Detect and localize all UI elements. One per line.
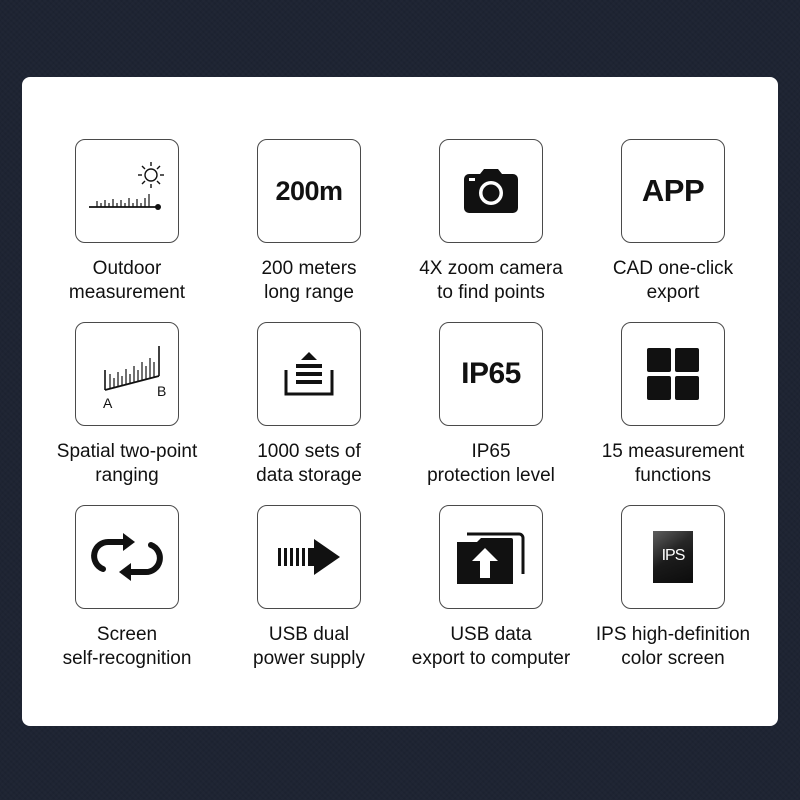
feature-caption: 15 measurement functions [601, 441, 745, 486]
feature-caption: IP65 protection level [427, 441, 555, 486]
feature-caption: Screen self-recognition [62, 624, 192, 669]
ip65-icon: IP65 [461, 357, 521, 390]
usb-arrow-icon [278, 539, 340, 575]
point-b-label: B [157, 383, 166, 399]
feature-two-point: A B Spatial two-point ranging [36, 322, 218, 488]
feature-ips: IPS IPS high-definition color screen [582, 505, 764, 671]
feature-range: 200m 200 meters long range [218, 139, 400, 305]
outdoor-sun-ruler-icon [89, 162, 164, 210]
feature-tile [439, 505, 543, 609]
feature-tile [257, 505, 361, 609]
ips-screen-icon: IPS [653, 531, 693, 583]
feature-tile: 200m [257, 139, 361, 243]
feature-grid: Outdoor measurement 200m 200 meters long… [22, 77, 778, 726]
feature-caption: IPS high-definition color screen [595, 624, 751, 669]
feature-functions: 15 measurement functions [582, 322, 764, 488]
feature-caption: USB dual power supply [253, 624, 365, 669]
feature-rotate: Screen self-recognition [36, 505, 218, 671]
point-a-label: A [103, 395, 113, 411]
feature-tile: IPS [621, 505, 725, 609]
feature-usb-power: USB dual power supply [218, 505, 400, 671]
feature-usb-export: USB data export to computer [400, 505, 582, 671]
feature-outdoor: Outdoor measurement [36, 139, 218, 305]
feature-caption: CAD one-click export [612, 258, 734, 303]
data-storage-icon [284, 352, 334, 396]
feature-tile [75, 505, 179, 609]
feature-tile: APP [621, 139, 725, 243]
feature-tile [257, 322, 361, 426]
feature-tile: IP65 [439, 322, 543, 426]
feature-tile [439, 139, 543, 243]
export-upload-icon [457, 532, 525, 584]
feature-caption: 1000 sets of data storage [256, 441, 362, 486]
feature-caption: 200 meters long range [261, 258, 357, 303]
feature-tile: A B [75, 322, 179, 426]
four-squares-icon [647, 348, 699, 400]
feature-caption: 4X zoom camera to find points [419, 258, 563, 303]
feature-caption: Spatial two-point ranging [56, 441, 198, 486]
feature-caption: USB data export to computer [411, 624, 571, 669]
feature-tile [75, 139, 179, 243]
feature-camera: 4X zoom camera to find points [400, 139, 582, 305]
feature-app: APP CAD one-click export [582, 139, 764, 305]
two-point-ruler-icon: A B [103, 346, 166, 411]
feature-ip65: IP65 IP65 protection level [400, 322, 582, 488]
app-icon: APP [641, 173, 705, 208]
feature-panel: Outdoor measurement 200m 200 meters long… [22, 77, 778, 726]
feature-storage: 1000 sets of data storage [218, 322, 400, 488]
rotate-arrows-icon [91, 533, 163, 581]
range-200m-icon: 200m [275, 175, 343, 206]
ips-label: IPS [661, 547, 686, 564]
feature-tile [621, 322, 725, 426]
feature-caption: Outdoor measurement [68, 258, 186, 303]
camera-icon [464, 169, 518, 213]
